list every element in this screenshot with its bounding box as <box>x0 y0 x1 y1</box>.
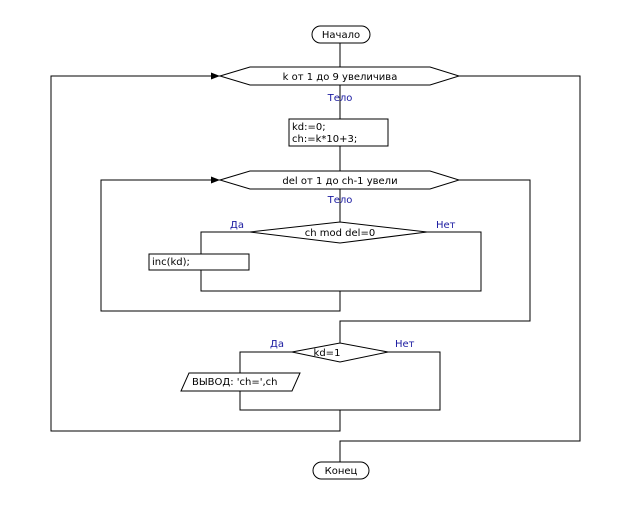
init-line-2: ch:=k*10+3; <box>292 134 357 145</box>
output-io-block[interactable]: ВЫВОД: 'ch=',ch <box>180 372 301 392</box>
end-terminator[interactable]: Конец <box>312 461 370 480</box>
kd-check-yes-label: Да <box>270 339 284 350</box>
end-label: Конец <box>325 466 358 477</box>
init-line-1: kd:=0; <box>292 122 326 133</box>
kd-check-decision[interactable]: kd=1 <box>291 342 389 363</box>
inner-loop-header-text: del от 1 до ch-1 увели <box>282 176 397 187</box>
inc-kd-process-block[interactable]: inc(kd); <box>148 253 250 271</box>
kd-check-no-label: Нет <box>395 339 415 350</box>
inner-loop-back-arrow <box>211 176 220 184</box>
init-process-block[interactable]: kd:=0; ch:=k*10+3; <box>288 118 389 147</box>
inc-kd-text: inc(kd); <box>152 257 190 268</box>
mod-check-condition: ch mod del=0 <box>305 228 375 239</box>
inner-loop-body-label: Тело <box>327 195 353 206</box>
inner-loop-header[interactable]: del от 1 до ch-1 увели <box>218 170 461 190</box>
mod-check-decision[interactable]: ch mod del=0 <box>249 221 428 244</box>
kd-check-condition: kd=1 <box>314 348 341 359</box>
output-text: ВЫВОД: 'ch=',ch <box>192 377 278 388</box>
outer-loop-back-arrow <box>211 72 220 80</box>
start-label: Начало <box>322 30 360 41</box>
start-terminator[interactable]: Начало <box>311 25 371 44</box>
outer-loop-header[interactable]: k от 1 до 9 увеличива <box>218 66 461 86</box>
mod-check-no-label: Нет <box>436 220 456 231</box>
mod-check-yes-label: Да <box>230 220 244 231</box>
outer-loop-body-label: Тело <box>327 93 353 104</box>
connectors <box>50 43 581 462</box>
outer-loop-header-text: k от 1 до 9 увеличива <box>283 72 398 83</box>
